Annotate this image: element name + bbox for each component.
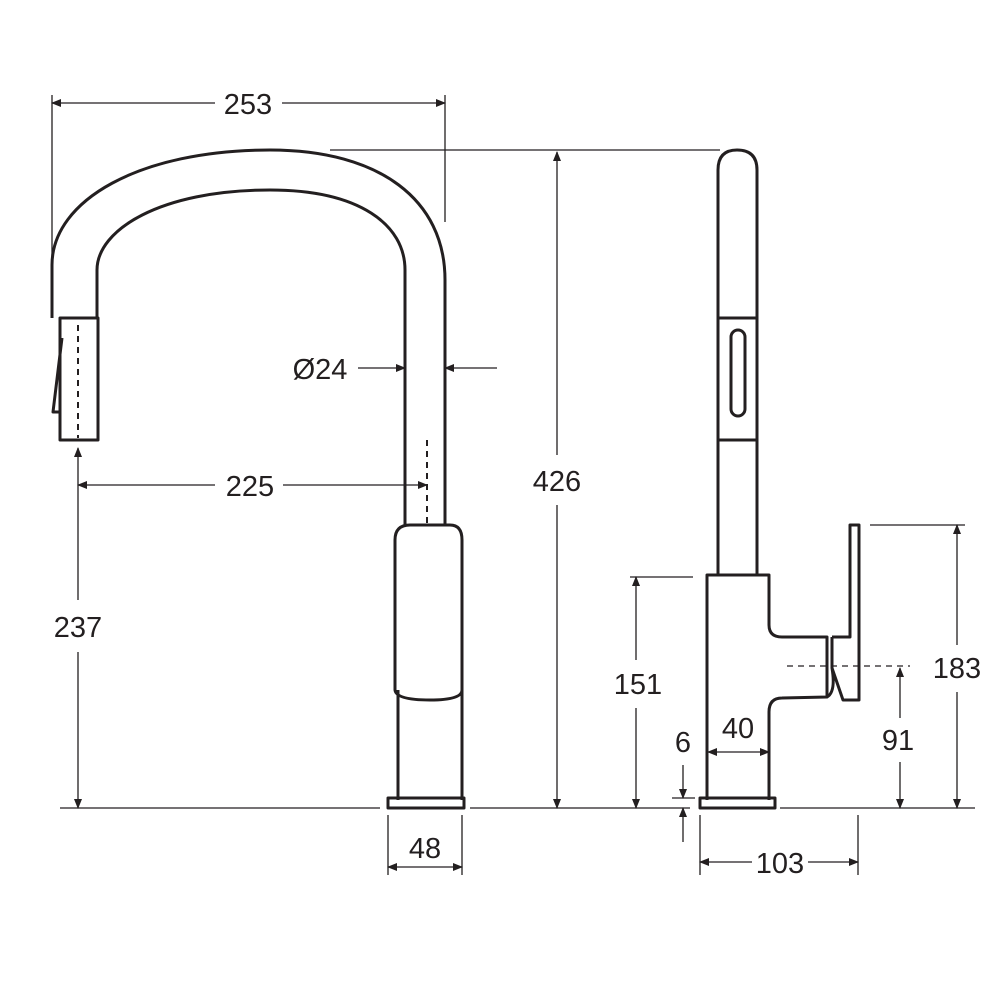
dimension-225: 225 [77,471,428,503]
dimension-label: 40 [722,713,754,745]
dimension-183: 183 [870,524,981,809]
base-plate [386,796,466,810]
dimension-label: 183 [933,653,981,685]
dimension-label: 6 [675,727,691,759]
side-base-plate [698,796,777,810]
lever [826,523,861,702]
dimension-label: 103 [756,848,804,880]
dimension-label: 225 [226,471,274,503]
dimension-label: 237 [54,612,102,644]
dimension-48: 48 [387,815,463,875]
dimension-label: 253 [224,89,272,121]
dimension-label: Ø24 [293,354,348,386]
body-outline [393,523,464,800]
dimension-253: 253 [51,89,446,310]
dimension-label: 426 [533,466,581,498]
dimension-237: 237 [54,447,102,809]
front-view [50,148,466,810]
dimension-103: 103 [699,815,859,880]
dimension-91: 91 [787,665,914,809]
dimension-diameter: Ø24 [293,354,497,386]
spray-slot [729,328,747,418]
dimension-426: 426 [330,149,720,809]
side-spout [716,148,759,575]
dimension-label: 91 [882,725,914,757]
dimension-label: 151 [614,669,662,701]
side-view [698,148,861,810]
spray-button [51,337,64,414]
dimension-label: 48 [409,833,441,865]
dimension-6: 6 [672,727,695,842]
dimension-40: 40 [707,713,770,756]
dimension-151: 151 [614,576,693,809]
pull-out-spray-head [58,316,100,442]
spout-outline [50,148,447,525]
side-body [705,573,829,800]
